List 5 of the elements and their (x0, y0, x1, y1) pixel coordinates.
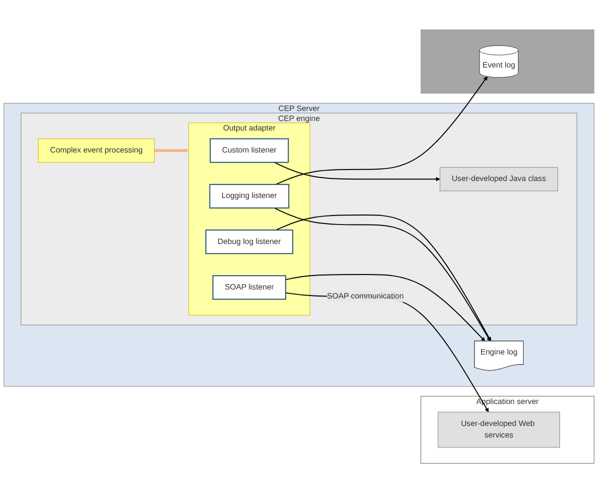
cluster (420, 29, 594, 94)
arrow (154, 148, 189, 153)
arrow (285, 274, 486, 342)
arrow (274, 162, 440, 182)
arrow (275, 76, 488, 185)
